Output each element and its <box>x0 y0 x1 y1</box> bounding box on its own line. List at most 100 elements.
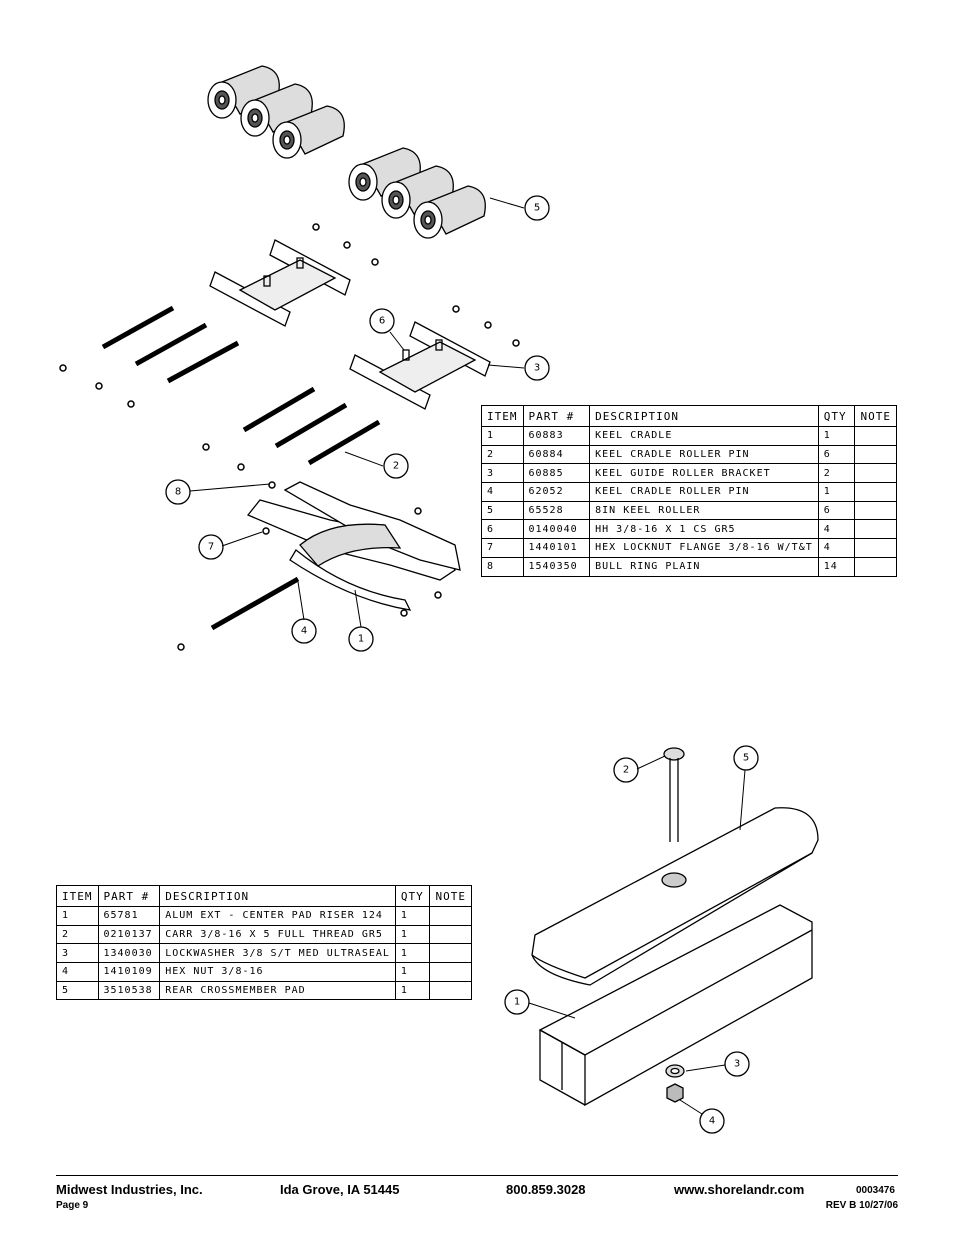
callout-label: 5 <box>534 203 540 214</box>
cell-part-number: 65781 <box>97 906 161 926</box>
callout-8-top <box>165 479 191 505</box>
cell-item: 4 <box>481 482 524 502</box>
callout-1-bottom <box>504 989 530 1015</box>
cell-part-number: 1410109 <box>97 962 161 982</box>
callout-label: 7 <box>208 542 214 553</box>
callout-7-top <box>198 534 224 560</box>
callout-6-top <box>369 308 395 334</box>
col-header-part: PART # <box>522 405 591 427</box>
callout-4-top <box>291 618 317 644</box>
callout-label: 4 <box>301 626 307 637</box>
callout-5-top <box>524 195 550 221</box>
cell-part-number: 0210137 <box>97 924 161 945</box>
cell-qty: 6 <box>817 500 856 521</box>
cell-qty: 1 <box>817 482 856 502</box>
callout-2-bottom <box>613 757 639 783</box>
cell-note <box>854 482 897 502</box>
callout-label: 5 <box>743 753 749 764</box>
cell-note <box>429 943 472 964</box>
cell-item: 8 <box>481 556 524 577</box>
cell-item: 5 <box>56 980 99 1001</box>
cell-qty: 1 <box>394 980 431 1001</box>
cell-qty: 2 <box>817 463 856 484</box>
footer-website[interactable]: www.shorelandr.com <box>674 1182 805 1197</box>
cell-qty: 14 <box>817 556 856 577</box>
cell-qty: 6 <box>817 444 856 465</box>
roller-bracket-lower <box>349 321 491 410</box>
cell-item: 6 <box>481 519 524 540</box>
bull-rings <box>59 223 520 651</box>
col-header-note: NOTE <box>429 885 472 907</box>
center-pad-riser-drawing <box>531 747 819 1107</box>
cell-note <box>429 962 472 982</box>
cell-note <box>854 556 897 577</box>
cell-note <box>854 426 897 446</box>
cell-note <box>854 538 897 558</box>
cell-description: KEEL CRADLE ROLLER PIN <box>589 444 819 465</box>
cell-item: 4 <box>56 962 99 982</box>
callout-label: 3 <box>534 363 540 374</box>
roller-pins <box>101 305 381 631</box>
cell-qty: 1 <box>394 906 431 926</box>
cell-part-number: 60883 <box>522 426 591 446</box>
cell-note <box>429 906 472 926</box>
col-header-part: PART # <box>97 885 161 907</box>
cell-item: 1 <box>481 426 524 446</box>
footer-page-number: Page 9 <box>56 1200 89 1211</box>
cell-part-number: 1440101 <box>522 538 591 558</box>
cell-note <box>854 500 897 521</box>
cell-part-number: 62052 <box>522 482 591 502</box>
callout-label: 8 <box>175 487 181 498</box>
cell-item: 3 <box>481 463 524 484</box>
cell-qty: 4 <box>817 538 856 558</box>
cell-description: LOCKWASHER 3/8 S/T MED ULTRASEAL <box>159 943 396 964</box>
callout-2-top <box>383 453 409 479</box>
cell-qty: 1 <box>817 426 856 446</box>
keel-roller-group-upper <box>207 65 345 159</box>
cell-qty: 4 <box>817 519 856 540</box>
cell-item: 5 <box>481 500 524 521</box>
cell-qty: 1 <box>394 924 431 945</box>
callout-label: 1 <box>358 634 364 645</box>
callout-label: 2 <box>393 461 399 472</box>
cell-description: KEEL CRADLE <box>589 426 819 446</box>
cell-description: ALUM EXT - CENTER PAD RISER 124 <box>159 906 396 926</box>
cell-description: 8IN KEEL ROLLER <box>589 500 819 521</box>
cell-note <box>429 980 472 1001</box>
col-header-qty: QTY <box>394 885 431 907</box>
callout-3-bottom <box>724 1051 750 1077</box>
col-header-note: NOTE <box>854 405 897 427</box>
cell-description: HEX LOCKNUT FLANGE 3/8-16 W/T&T <box>589 538 819 558</box>
cell-part-number: 65528 <box>522 500 591 521</box>
cell-description: KEEL GUIDE ROLLER BRACKET <box>589 463 819 484</box>
cell-description: BULL RING PLAIN <box>589 556 819 577</box>
cell-part-number: 60885 <box>522 463 591 484</box>
callout-label: 4 <box>709 1116 715 1127</box>
cell-description: KEEL CRADLE ROLLER PIN <box>589 482 819 502</box>
col-header-description: DESCRIPTION <box>589 405 819 427</box>
cell-note <box>854 444 897 465</box>
cell-note <box>854 519 897 540</box>
col-header-item: ITEM <box>481 405 524 427</box>
cell-item: 2 <box>56 924 99 945</box>
cell-item: 2 <box>481 444 524 465</box>
table-header-row: ITEM PART # DESCRIPTION QTY NOTE <box>56 885 472 907</box>
cell-description: HH 3/8-16 X 1 CS GR5 <box>589 519 819 540</box>
table-header-row: ITEM PART # DESCRIPTION QTY NOTE <box>481 405 897 427</box>
cell-part-number: 0140040 <box>522 519 591 540</box>
cell-note <box>429 924 472 945</box>
callout-label: 1 <box>514 997 520 1008</box>
cell-part-number: 3510538 <box>97 980 161 1001</box>
callout-4-bottom <box>699 1108 725 1134</box>
